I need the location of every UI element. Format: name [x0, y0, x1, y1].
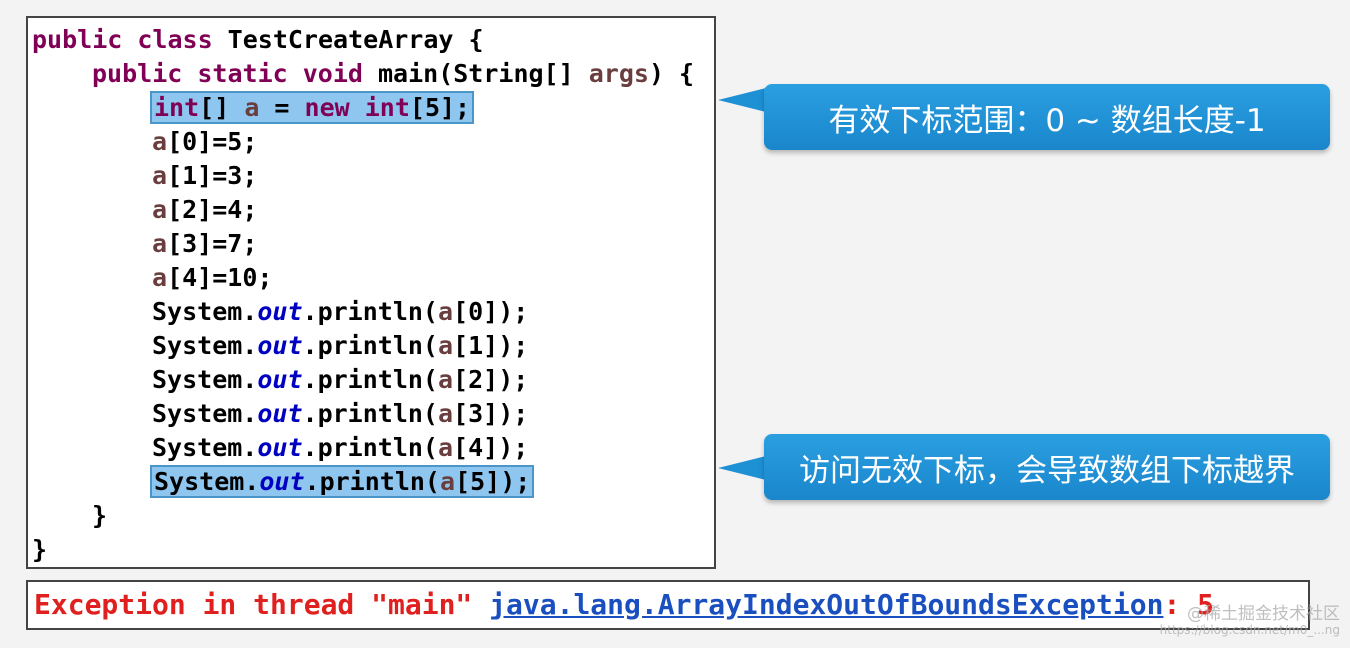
callout-out-of-bounds: 访问无效下标，会导致数组下标越界 — [764, 434, 1330, 500]
callout-valid-range: 有效下标范围：0 ~ 数组长度-1 — [764, 84, 1330, 150]
code-line-assign-3: a[3]=7; — [152, 229, 258, 258]
code-line-print-5: System.out.println(a[5]); — [149, 465, 535, 498]
watermark-text: @稀土掘金技术社区 — [1187, 604, 1340, 624]
exception-class-link[interactable]: java.lang.ArrayIndexOutOfBoundsException — [489, 588, 1164, 621]
highlight-invalid-access: System.out.println(a[5]); — [149, 465, 535, 498]
code-line-print-3: System.out.println(a[3]); — [152, 399, 529, 428]
callout-pointer-out-of-bounds — [718, 456, 766, 480]
highlight-array-decl: int[] a = new int[5]; — [149, 91, 475, 124]
watermark: @稀土掘金技术社区 https://blog.csdn.net/m0_...ng — [1159, 604, 1340, 638]
code-line-close-method: } — [92, 501, 108, 530]
code-line-array-decl: int[] a = new int[5]; — [149, 91, 475, 124]
code-editor-panel: public class TestCreateArray { public st… — [26, 16, 716, 569]
code-line-print-2: System.out.println(a[2]); — [152, 365, 529, 394]
code-line-assign-0: a[0]=5; — [152, 127, 258, 156]
console-exception-output: Exception in thread "main" java.lang.Arr… — [26, 580, 1310, 630]
code-line-print-0: System.out.println(a[0]); — [152, 297, 529, 326]
code-line-assign-1: a[1]=3; — [152, 161, 258, 190]
code-line-assign-4: a[4]=10; — [152, 263, 273, 292]
code-line-print-4: System.out.println(a[4]); — [152, 433, 529, 462]
watermark-url: https://blog.csdn.net/m0_...ng — [1159, 623, 1340, 637]
code-line-assign-2: a[2]=4; — [152, 195, 258, 224]
code-line-class-decl: public class TestCreateArray { — [32, 25, 484, 54]
callout-pointer-valid-range — [718, 88, 766, 112]
code-line-main-decl: public static void main(String[] args) { — [92, 59, 695, 88]
code-line-close-class: } — [32, 535, 48, 564]
code-line-print-1: System.out.println(a[1]); — [152, 331, 529, 360]
